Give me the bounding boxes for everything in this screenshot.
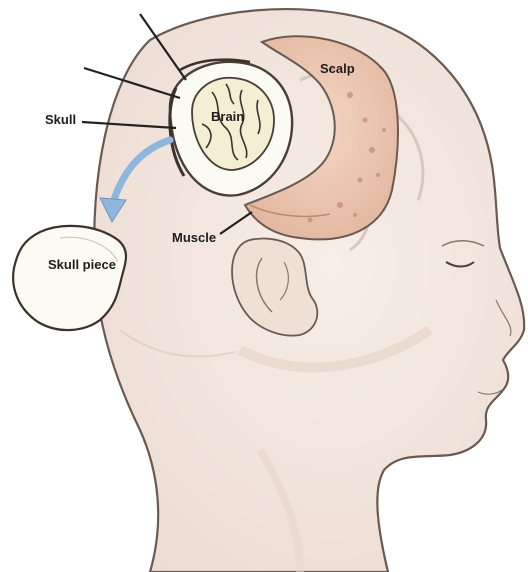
label-scalp: Scalp: [320, 62, 355, 76]
label-skull-piece: Skull piece: [48, 258, 98, 272]
label-skull: Skull: [45, 113, 76, 127]
label-muscle: Muscle: [172, 231, 216, 245]
label-brain: Brain: [211, 110, 244, 124]
